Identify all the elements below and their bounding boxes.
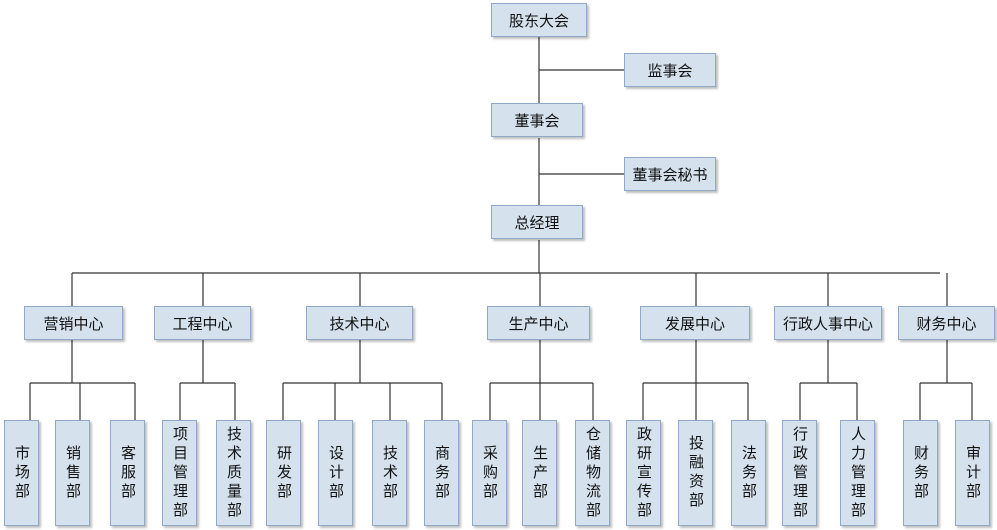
node-dept-finance: 财务部: [903, 420, 938, 526]
node-dept-technical: 技术部: [372, 420, 407, 526]
node-dept-procurement: 采购部: [472, 420, 507, 526]
node-finance-center: 财务中心: [898, 306, 995, 340]
node-dept-rnd: 研发部: [266, 420, 301, 526]
node-shareholders: 股东大会: [491, 3, 587, 37]
node-board-secretary: 董事会秘书: [624, 157, 716, 191]
node-marketing-center: 营销中心: [24, 306, 123, 340]
node-dept-hr-management: 人力管理部: [840, 420, 875, 526]
node-supervisors: 监事会: [624, 53, 716, 87]
node-technology-center: 技术中心: [306, 306, 413, 340]
node-dept-design: 设计部: [318, 420, 353, 526]
node-engineering-center: 工程中心: [154, 306, 251, 340]
node-dept-admin-management: 行政管理部: [782, 420, 817, 526]
node-dept-investment-finance: 投融资部: [678, 420, 713, 526]
node-dept-tech-quality: 技术质量部: [216, 420, 251, 526]
node-dept-sales: 销售部: [55, 420, 90, 526]
node-dept-customer-service: 客服部: [110, 420, 145, 526]
node-admin-hr-center: 行政人事中心: [774, 306, 882, 340]
node-dept-audit: 审计部: [955, 420, 990, 526]
node-dept-project-management: 项目管理部: [162, 420, 197, 526]
node-development-center: 发展中心: [640, 306, 750, 340]
node-dept-market: 市场部: [4, 420, 39, 526]
node-dept-business: 商务部: [424, 420, 459, 526]
node-dept-production: 生产部: [522, 420, 557, 526]
node-board: 董事会: [491, 103, 583, 137]
node-production-center: 生产中心: [487, 306, 590, 340]
node-dept-warehouse-logistics: 仓储物流部: [575, 420, 610, 526]
node-general-manager: 总经理: [491, 205, 583, 239]
node-dept-policy-publicity: 政研宣传部: [626, 420, 661, 526]
node-dept-legal: 法务部: [731, 420, 766, 526]
